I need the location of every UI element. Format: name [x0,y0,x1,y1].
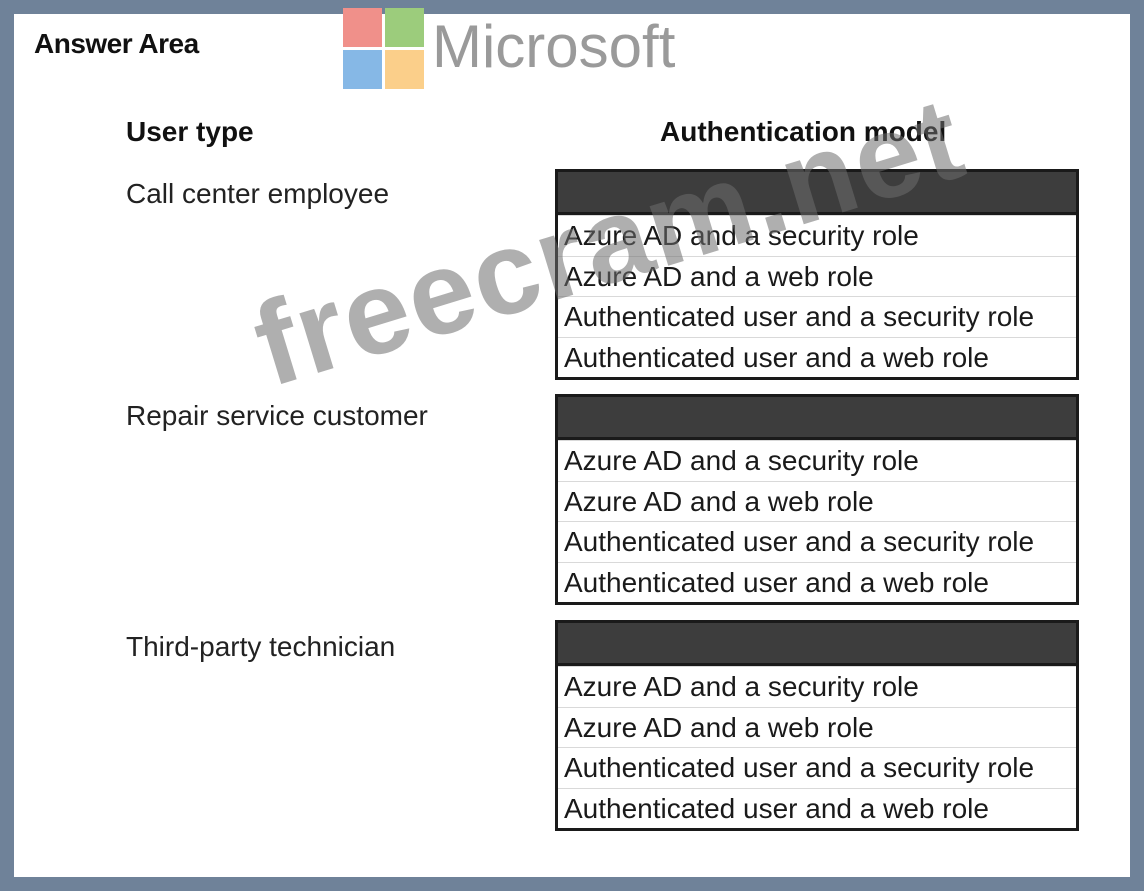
dropdown-option[interactable]: Authenticated user and a security role [558,747,1076,788]
answer-area-panel: Answer Area Microsoft User type Authenti… [14,8,1130,877]
dropdown-option[interactable]: Azure AD and a security role [558,440,1076,481]
user-label-third-party: Third-party technician [126,631,396,662]
logo-square-red [343,8,382,47]
dropdown-selected-slot[interactable] [558,397,1076,440]
dropdown-option[interactable]: Authenticated user and a security role [558,521,1076,562]
auth-dropdown-third-party[interactable]: Azure AD and a security role Azure AD an… [555,620,1079,831]
dropdown-option[interactable]: Authenticated user and a security role [558,296,1076,337]
answer-area-title: Answer Area [34,28,199,59]
dropdown-option[interactable]: Authenticated user and a web role [558,336,1076,378]
user-type-header: User type [126,116,254,147]
auth-model-header: Authentication model [660,116,947,147]
dropdown-option[interactable]: Azure AD and a web role [558,480,1076,522]
user-label-call-center: Call center employee [126,178,390,209]
logo-square-yellow [385,50,424,89]
microsoft-logo: Microsoft [343,8,675,89]
dropdown-option[interactable]: Azure AD and a web role [558,255,1076,297]
auth-dropdown-call-center[interactable]: Azure AD and a security role Azure AD an… [555,169,1079,380]
auth-dropdown-repair-service[interactable]: Azure AD and a security role Azure AD an… [555,394,1079,605]
dropdown-option[interactable]: Authenticated user and a web role [558,561,1076,603]
dropdown-option[interactable]: Authenticated user and a web role [558,787,1076,829]
logo-square-blue [343,50,382,89]
dropdown-selected-slot[interactable] [558,623,1076,666]
microsoft-logo-icon [343,8,424,89]
dropdown-selected-slot[interactable] [558,172,1076,215]
logo-text: Microsoft [432,13,676,80]
dropdown-option[interactable]: Azure AD and a security role [558,666,1076,707]
dropdown-option[interactable]: Azure AD and a web role [558,706,1076,748]
user-label-repair-service: Repair service customer [126,400,428,431]
dropdown-option[interactable]: Azure AD and a security role [558,215,1076,256]
logo-square-green [385,8,424,47]
